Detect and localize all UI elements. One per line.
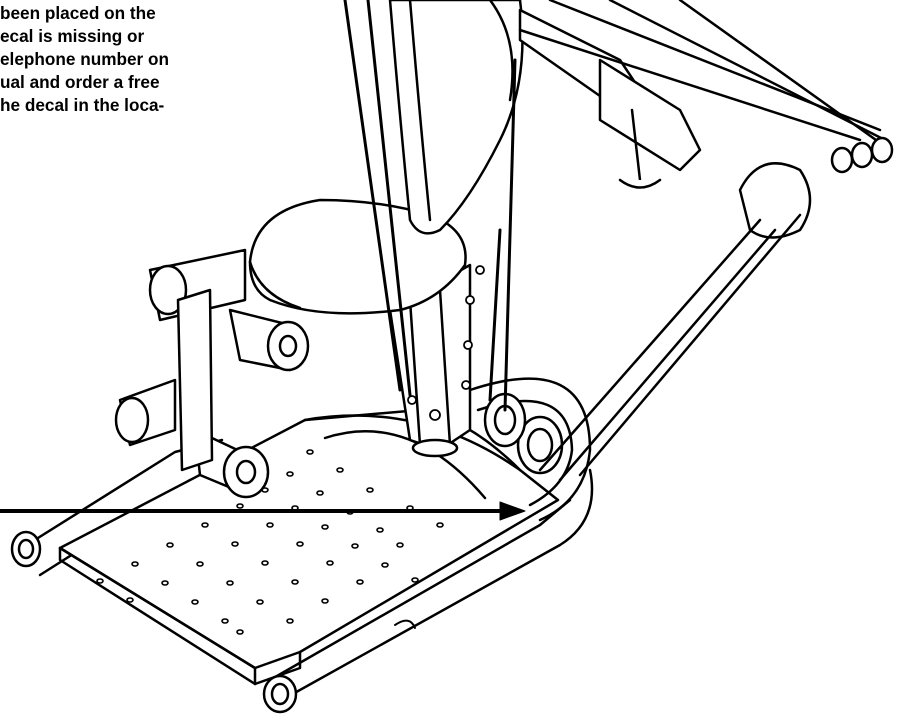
rear-arm [518, 0, 894, 482]
platform-holes [96, 449, 444, 635]
platform-hook [394, 619, 416, 629]
text-line-3: elephone number on [0, 49, 170, 69]
footplate [58, 408, 560, 686]
leg-rollers [114, 248, 310, 499]
text-line-2: ecal is missing or [0, 26, 145, 46]
seat-cushion [248, 198, 467, 315]
backrest [388, 0, 524, 235]
text-line-5: he decal in the loca- [0, 95, 165, 115]
arrow-right-icon [0, 501, 526, 521]
cables [343, 0, 517, 412]
manual-instructions: been placed on the ecal is missing or el… [0, 2, 300, 117]
text-line-4: ual and order a free [0, 72, 160, 92]
end-caps [10, 530, 298, 714]
text-line-1: been placed on the [0, 3, 156, 23]
column-bolts [407, 265, 485, 421]
